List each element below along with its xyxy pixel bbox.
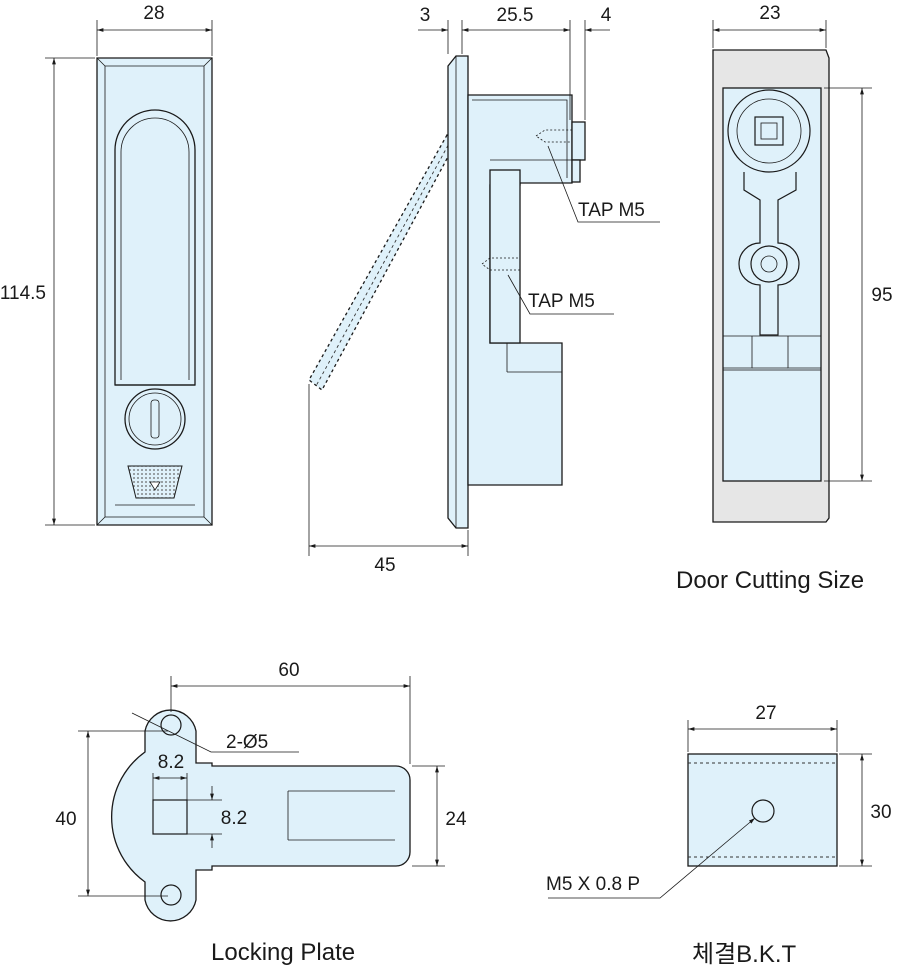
bracket-width-dim: 27 xyxy=(755,703,776,724)
bracket-view: 27 30 M5 X 0.8 P 체결B.K.T xyxy=(546,703,892,967)
plate-length-dim: 60 xyxy=(278,660,299,681)
hole-callout: 2-Ø5 xyxy=(226,732,268,753)
tap-label-lower: TAP M5 xyxy=(528,291,595,312)
tap-label-upper: TAP M5 xyxy=(578,200,645,221)
dim-plate-thickness: 3 xyxy=(420,5,431,26)
locking-plate-caption: Locking Plate xyxy=(211,939,355,966)
front-height-dim: 114.5 xyxy=(0,283,46,304)
front-view: 28 114.5 xyxy=(0,3,213,526)
thread-callout: M5 X 0.8 P xyxy=(546,874,640,895)
door-cutting-caption: Door Cutting Size xyxy=(676,567,864,594)
square-width-dim: 8.2 xyxy=(158,752,184,773)
tongue-height-dim: 24 xyxy=(445,809,467,830)
front-width-dim: 28 xyxy=(143,3,164,24)
tap-hole-upper xyxy=(535,129,573,143)
bracket-height-dim: 30 xyxy=(870,802,891,823)
side-view: TAP M5 TAP M5 3 25.5 4 45 xyxy=(308,5,660,576)
plate-height-dim: 40 xyxy=(55,809,76,830)
square-height-dim: 8.2 xyxy=(221,808,247,829)
dim-body-depth: 25.5 xyxy=(497,5,534,26)
dim-shaft-length: 4 xyxy=(601,5,612,26)
dim-open-reach: 45 xyxy=(374,555,395,576)
door-cutting-view: 23 95 Door Cutting Size xyxy=(676,3,893,594)
door-cut-width-dim: 23 xyxy=(759,3,780,24)
door-cut-height-dim: 95 xyxy=(871,285,892,306)
tap-hole-lower xyxy=(481,257,521,271)
bracket-caption: 체결B.K.T xyxy=(692,941,797,967)
locking-plate-view: 60 40 24 8.2 8.2 2-Ø5 Locking Plate xyxy=(55,660,467,966)
